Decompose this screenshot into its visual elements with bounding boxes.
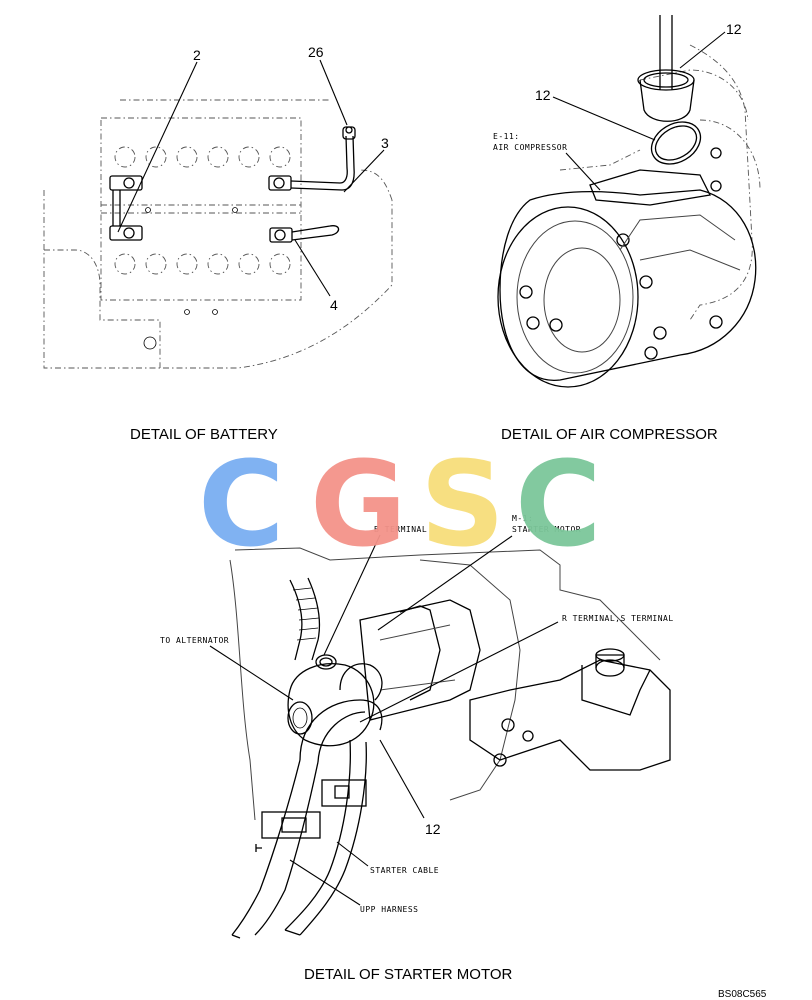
e11-label: E-11: xyxy=(493,132,520,141)
battery-detail: 2 26 3 4 xyxy=(43,44,393,369)
callout-12-starter: 12 xyxy=(425,821,441,837)
watermark-letter-s: S xyxy=(420,435,505,573)
to-alternator-label: TO ALTERNATOR xyxy=(160,636,229,645)
callout-12-oring: 12 xyxy=(535,87,551,103)
upp-harness-label: UPP HARNESS xyxy=(360,905,418,914)
starter-cable-label: STARTER CABLE xyxy=(370,866,439,875)
watermark-letter-g: G xyxy=(310,435,407,573)
caption-starter: DETAIL OF STARTER MOTOR xyxy=(304,966,513,983)
callout-12-top: 12 xyxy=(726,21,742,37)
callout-4: 4 xyxy=(330,297,338,313)
callout-26: 26 xyxy=(308,44,324,60)
r-s-terminal-label: R TERMINAL,S TERMINAL xyxy=(562,614,674,623)
callout-3: 3 xyxy=(381,135,389,151)
watermark-letter-c1: C xyxy=(198,435,285,573)
starter-detail: B TERMINAL M-1: STARTER MOTOR TO ALTERNA… xyxy=(160,514,674,939)
b-terminal-label: B TERMINAL xyxy=(374,525,427,534)
m1-desc: STARTER MOTOR xyxy=(512,525,581,534)
drawing-reference: BS08C565 xyxy=(718,989,767,1000)
m1-label: M-1: xyxy=(512,514,533,523)
compressor-detail: 12 12 E-11: AIR COMPRESSOR xyxy=(493,15,761,388)
watermark-letter-c2: C xyxy=(515,435,602,573)
e11-desc: AIR COMPRESSOR xyxy=(493,143,567,152)
caption-compressor: DETAIL OF AIR COMPRESSOR xyxy=(501,426,718,443)
cgsc-watermark: C G S C xyxy=(198,435,602,573)
callout-2: 2 xyxy=(193,47,201,63)
caption-battery: DETAIL OF BATTERY xyxy=(130,426,278,443)
